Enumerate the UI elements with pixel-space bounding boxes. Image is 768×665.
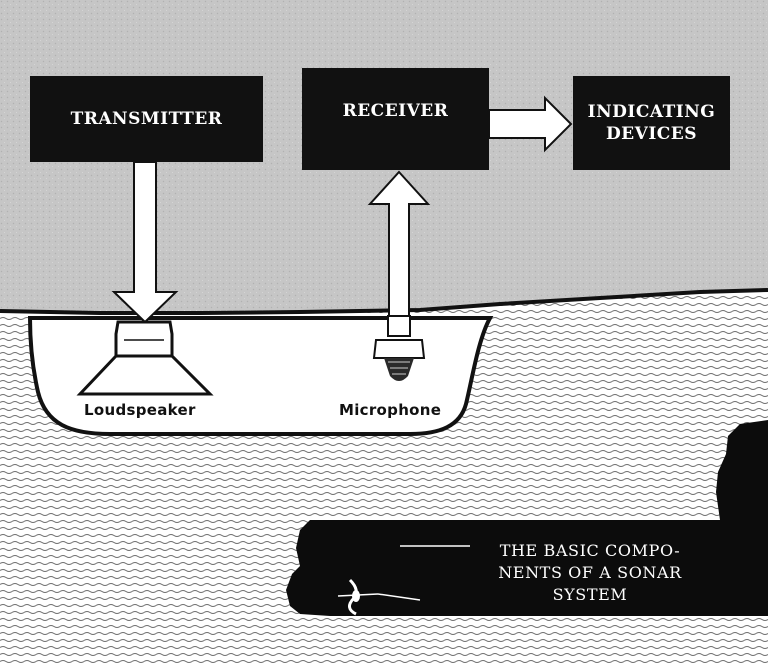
microphone-label: Microphone [339, 401, 442, 419]
arrow-transmitter-to-loudspeaker [111, 161, 179, 324]
indicating-devices-block [573, 76, 730, 170]
indicating-devices-line-2: DEVICES [605, 124, 698, 144]
caption-line-3: SYSTEM [552, 585, 628, 604]
caption-line-2: NENTS OF A SONAR [498, 563, 682, 582]
indicating-devices-line-1: INDICATING [587, 102, 716, 122]
figure-caption: THE BASIC COMPO- NENTS OF A SONAR SYSTEM [460, 540, 720, 606]
submarine-silhouette [286, 420, 768, 616]
indicating-devices-label: INDICATING DEVICES [573, 76, 730, 170]
loudspeaker-label: Loudspeaker [84, 401, 196, 419]
arrow-receiver-to-indicator [488, 95, 573, 153]
transmitter-label: TRANSMITTER [70, 109, 223, 129]
microphone-icon [372, 315, 426, 381]
transmitter-block [30, 76, 263, 162]
propeller-icon [337, 578, 421, 616]
receiver-block [302, 68, 489, 170]
loudspeaker-icon [76, 320, 214, 396]
waterline [0, 288, 768, 315]
receiver-label: RECEIVER [342, 101, 449, 121]
caption-line-1: THE BASIC COMPO- [499, 541, 681, 560]
